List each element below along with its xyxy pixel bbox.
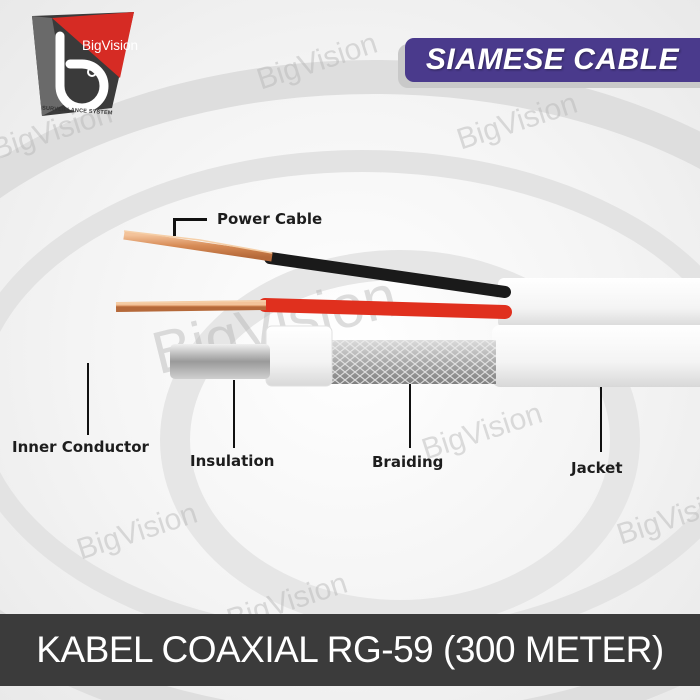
inner-conductor-leader [87,363,89,435]
power-cable-leader [173,218,176,236]
jacket-leader [600,387,602,452]
power-cable-leader [173,218,207,221]
label-jacket: Jacket [571,459,623,477]
label-inner-conductor: Inner Conductor [12,438,149,456]
label-power-cable: Power Cable [217,210,323,228]
brand-logo: BigVision SURVEILLANCE SYSTEM [22,8,140,124]
logo-brand-name: BigVision [82,38,139,53]
footer-product-title: KABEL COAXIAL RG-59 (300 METER) [36,629,664,670]
label-insulation: Insulation [190,452,275,470]
title-badge-text: SIAMESE CABLE [425,43,680,76]
logo-emblem-icon [32,12,134,116]
power-jacket [498,278,700,328]
title-badge: SIAMESE CABLE [405,38,700,82]
label-braiding: Braiding [372,453,444,471]
footer-banner: KABEL COAXIAL RG-59 (300 METER) [0,614,700,686]
braiding-leader [409,384,411,448]
insulation-leader [233,380,235,448]
coax-jacket [492,325,700,387]
